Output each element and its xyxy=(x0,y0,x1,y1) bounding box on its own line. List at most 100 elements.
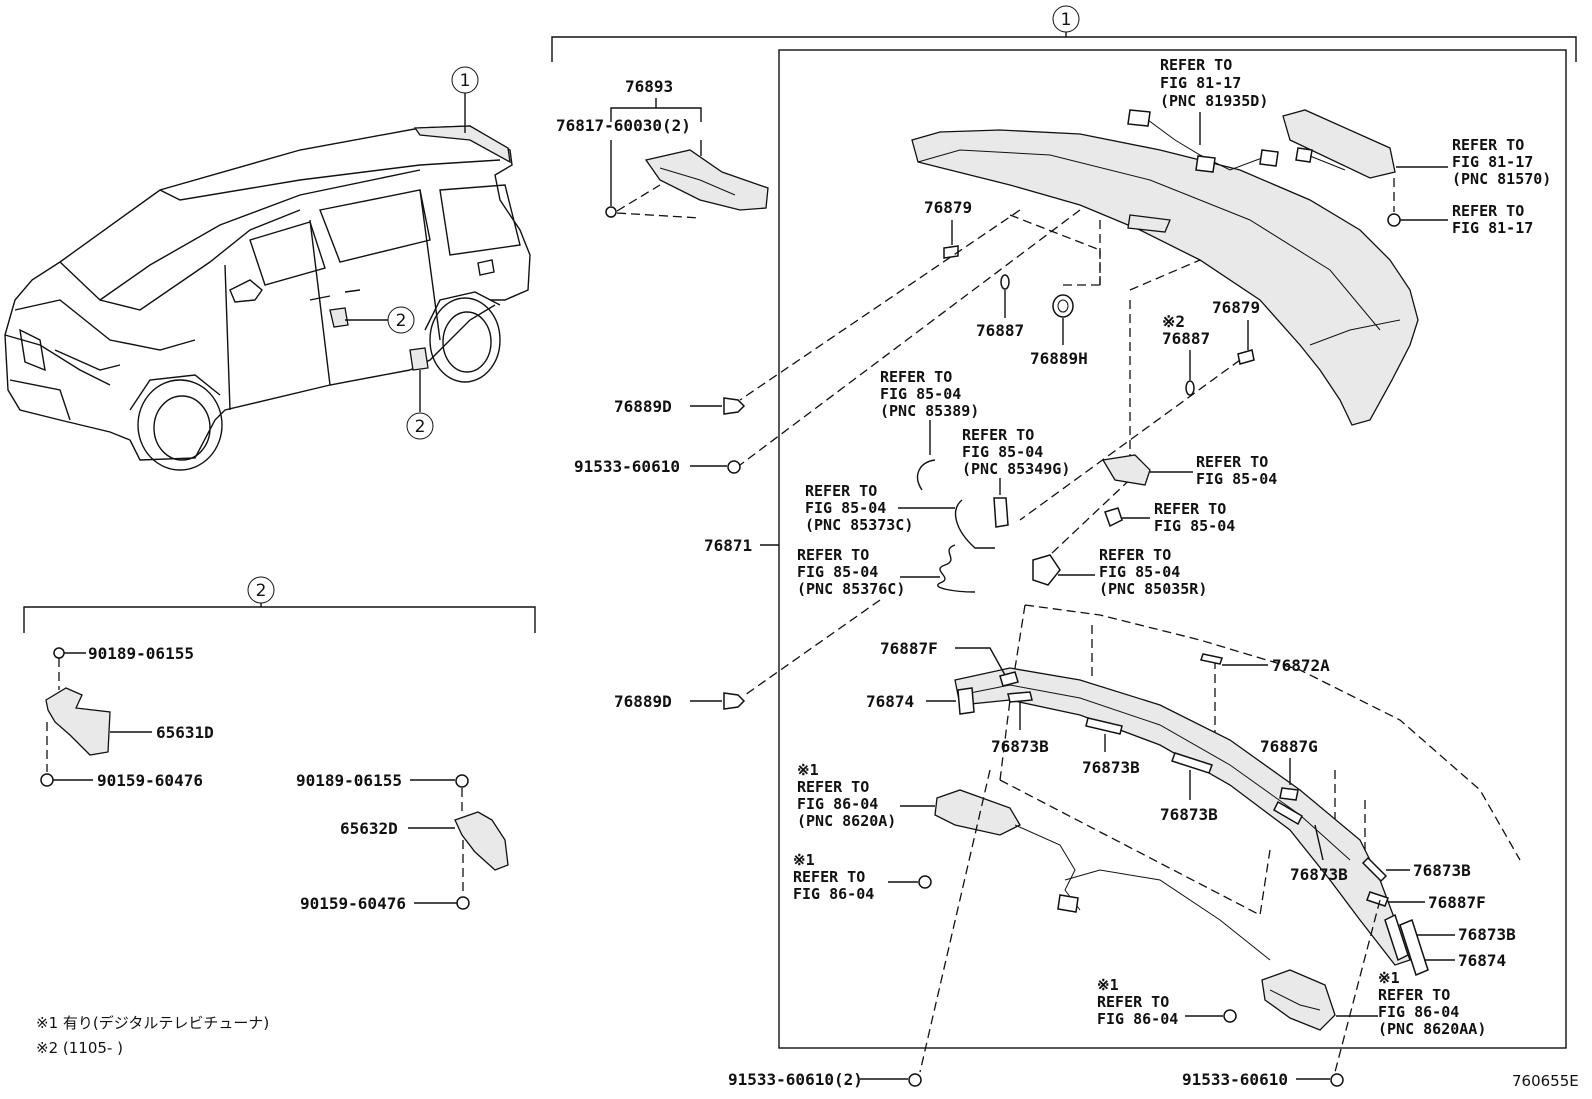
ref-81-17-a-line2: FIG 81-17 xyxy=(1160,74,1241,92)
clip-90189-icon xyxy=(53,647,65,659)
ref-85-04-g-line2: FIG 85-04 xyxy=(1099,563,1180,581)
label-90159-a: 90159-60476 xyxy=(97,771,203,790)
label-76871: 76871 xyxy=(704,536,752,555)
label-76889d-b: 76889D xyxy=(614,692,672,711)
clip-76889d-a-icon xyxy=(723,397,746,415)
label-76887f-a: 76887F xyxy=(880,639,938,658)
ref-86-04-b-line2: REFER TO xyxy=(793,868,865,886)
ref-86-04-b-line3: FIG 86-04 xyxy=(793,885,874,903)
vehicle-illustration: 1 2 2 xyxy=(4,66,531,471)
ref-86-04-a-line2: REFER TO xyxy=(797,778,869,796)
tape-76873b-6-icon xyxy=(1384,913,1409,962)
ref-85-04-a-line1: REFER TO xyxy=(880,368,952,386)
label-76817: 76817-60030(2) xyxy=(556,116,691,135)
screw-86-04-right-icon xyxy=(1223,1009,1237,1023)
mudguard-65632d-icon xyxy=(454,811,509,871)
screw-91533-a-icon xyxy=(727,460,741,474)
ref-85-04-f-line3: (PNC 85376C) xyxy=(797,580,905,598)
ref-85-04-c-line1: REFER TO xyxy=(1196,453,1268,471)
ref-85-04-c-line2: FIG 85-04 xyxy=(1196,470,1277,488)
group-2-mudguards: 2 90189-06155 65631D 90159-60476 90189-0… xyxy=(23,576,536,913)
note-2: ※2 (1105- ) xyxy=(36,1039,123,1057)
callout-1-vehicle: 1 xyxy=(451,66,479,94)
callout-2-group: 2 xyxy=(247,576,275,604)
clip-76889d-b-icon xyxy=(723,692,746,710)
label-90189-b: 90189-06155 xyxy=(296,771,402,790)
ref-85-04-f-line2: FIG 85-04 xyxy=(797,563,878,581)
label-76887-b: 76887 xyxy=(1162,329,1210,348)
ref-81-17-a-line1: REFER TO xyxy=(1160,56,1232,74)
label-76887g: 76887G xyxy=(1260,737,1318,756)
svg-text:2: 2 xyxy=(415,417,426,437)
figure-id: 760655E xyxy=(1512,1072,1579,1090)
clip-76887-b-icon xyxy=(1185,380,1195,396)
screw-86-04-left-icon xyxy=(918,875,932,889)
ref-85-04-a-line3: (PNC 85389) xyxy=(880,402,979,420)
label-91533-a: 91533-60610 xyxy=(574,457,680,476)
label-91533-b: 91533-60610(2) xyxy=(728,1070,863,1089)
connector-81935d-icon xyxy=(1127,109,1151,127)
callout-1-group: 1 xyxy=(1052,5,1080,33)
ref-85-04-b-line1: REFER TO xyxy=(962,426,1034,444)
ref-81-17-b-line1: REFER TO xyxy=(1452,136,1524,154)
ref-81-17-a-line3: (PNC 81935D) xyxy=(1160,92,1268,110)
ref-85-04-d-line1: REFER TO xyxy=(805,482,877,500)
note-1: ※1 有り(デジタルテレビチューナ) xyxy=(36,1014,269,1032)
screw-85-04-icon xyxy=(1104,507,1123,528)
label-76879-a: 76879 xyxy=(924,198,972,217)
label-76873b-6: 76873B xyxy=(1458,925,1516,944)
rear-spoiler-icon xyxy=(911,129,1419,426)
grommet-76889h-icon xyxy=(1052,294,1074,318)
ref-81-17-c-line2: FIG 81-17 xyxy=(1452,219,1533,237)
ref-85-04-e-line2: FIG 85-04 xyxy=(1154,517,1235,535)
ref-86-04-d-line2: REFER TO xyxy=(1378,986,1450,1004)
label-76873b-1: 76873B xyxy=(991,737,1049,756)
valve-85349g-icon xyxy=(993,497,1009,528)
callout-2-vehicle-a: 2 xyxy=(387,306,415,334)
ref-86-04-c-line1: ※1 xyxy=(1097,976,1119,994)
ref-85-04-d-line3: (PNC 85373C) xyxy=(805,516,913,534)
clip-76887f-a-icon xyxy=(999,671,1019,687)
clip-76887-a-icon xyxy=(1000,274,1010,290)
label-90159-b: 90159-60476 xyxy=(300,894,406,913)
label-91533-c: 91533-60610 xyxy=(1182,1070,1288,1089)
ref-85-04-e-line1: REFER TO xyxy=(1154,500,1226,518)
screw-91533-c-icon xyxy=(1330,1073,1344,1087)
ref-86-04-c-line2: REFER TO xyxy=(1097,993,1169,1011)
group-1-spoiler: 1 76893 76817-60030(2) REFER TO FIG 81-1… xyxy=(551,5,1577,1089)
tape-76873b-1-icon xyxy=(1007,691,1033,703)
clip-76887g-icon xyxy=(1279,787,1299,801)
clip-76887f-b-icon xyxy=(1366,891,1389,907)
ref-86-04-a-line3: FIG 86-04 xyxy=(797,795,878,813)
ref-85-04-b-line2: FIG 85-04 xyxy=(962,443,1043,461)
hose-85373c-icon xyxy=(954,499,995,549)
ref-86-04-b-line1: ※1 xyxy=(793,851,815,869)
svg-text:2: 2 xyxy=(256,581,267,601)
label-76893: 76893 xyxy=(625,77,673,96)
label-76889h: 76889H xyxy=(1030,349,1088,368)
ref-81-17-c-line1: REFER TO xyxy=(1452,202,1524,220)
ref-85-04-d-line2: FIG 85-04 xyxy=(805,499,886,517)
tape-76873b-3-icon xyxy=(1171,752,1213,774)
screw-76879-b-icon xyxy=(1237,349,1255,365)
screw-91533-b-icon xyxy=(908,1073,922,1087)
label-90189-a: 90189-06155 xyxy=(88,644,194,663)
ref-86-04-d-line4: (PNC 8620AA) xyxy=(1378,1020,1486,1038)
pad-76874-b-icon xyxy=(1399,918,1429,977)
svg-text:2: 2 xyxy=(396,311,407,331)
hose-85389-icon xyxy=(917,459,936,491)
svg-text:1: 1 xyxy=(460,71,471,91)
ref-86-04-a-line4: (PNC 8620A) xyxy=(797,812,896,830)
antenna-8620aa-icon xyxy=(1261,969,1336,1031)
mudguard-65631d-icon xyxy=(45,687,111,756)
bracket-76893-icon xyxy=(644,149,769,211)
spoiler-assembly-frame xyxy=(778,49,1567,1049)
screw-90159-b-icon xyxy=(456,896,470,910)
screw-76879-a-icon xyxy=(943,245,959,259)
label-65632d: 65632D xyxy=(340,819,398,838)
screw-90159-icon xyxy=(40,773,54,787)
plate-76872a-icon xyxy=(1200,653,1223,665)
label-76873b-3: 76873B xyxy=(1160,805,1218,824)
tape-76873b-5-icon xyxy=(1361,856,1388,883)
